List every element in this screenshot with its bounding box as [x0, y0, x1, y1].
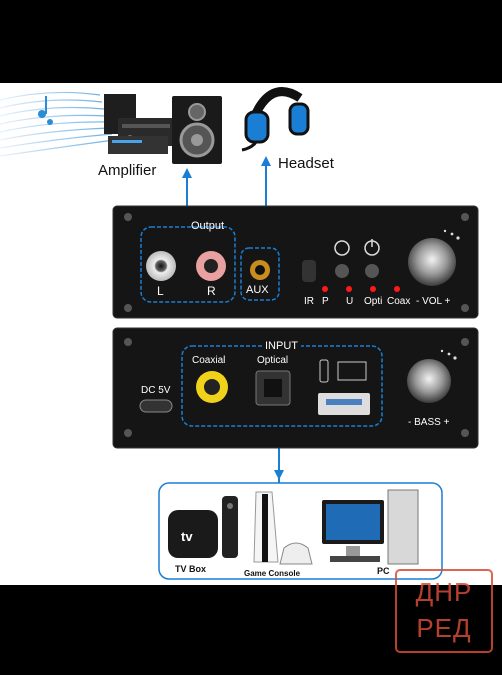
- watermark-text: ДНР РЕД: [415, 577, 473, 643]
- jack-label-r: R: [207, 284, 216, 298]
- input-group-label: INPUT: [262, 340, 301, 352]
- tv-box-icon: [168, 496, 238, 558]
- input-panel: [112, 327, 479, 449]
- game-console-icon: [253, 491, 313, 565]
- power-label: DC 5V: [141, 385, 171, 396]
- ir-sensor: [302, 260, 316, 282]
- output-panel: [112, 205, 479, 319]
- source-label-pc: PC: [377, 566, 390, 576]
- output-group-label: Output: [191, 220, 225, 232]
- headset-icon: [241, 87, 310, 152]
- indicator-label-opti: Opti: [364, 296, 383, 307]
- led-p: [322, 286, 328, 292]
- rca-left-jack: [146, 251, 176, 281]
- volume-knob: [408, 238, 456, 286]
- volume-label: - VOL +: [416, 296, 451, 307]
- usb-c-port: [139, 399, 173, 413]
- indicator-label-u: U: [346, 296, 354, 307]
- power-button: [365, 264, 379, 278]
- indicator-label-p: P: [322, 296, 329, 307]
- refresh-icon: [334, 240, 350, 256]
- input-select-button: [335, 264, 349, 278]
- coaxial-label: Coaxial: [192, 355, 226, 366]
- headset-label: Headset: [278, 155, 335, 172]
- pc-icon: [322, 489, 419, 565]
- jack-label-l: L: [157, 284, 164, 298]
- bass-label: - BASS +: [408, 417, 450, 428]
- amplifier-label: Amplifier: [98, 162, 156, 179]
- sources-box: [158, 482, 443, 580]
- indicator-label-coax: Coax: [387, 296, 411, 307]
- led-coax: [394, 286, 400, 292]
- source-label-tv-box: TV Box: [175, 564, 207, 574]
- jack-label-aux: AUX: [246, 284, 269, 296]
- led-u: [346, 286, 352, 292]
- led-opti: [370, 286, 376, 292]
- amplifier-icon: [104, 94, 222, 164]
- bass-knob: [407, 359, 451, 403]
- optical-label: Optical: [257, 355, 289, 366]
- source-label-game-console: Game Console: [244, 569, 301, 578]
- indicator-label-ir: IR: [304, 296, 314, 307]
- apple-tv-mark: tv: [181, 529, 193, 544]
- watermark-logo: [395, 569, 493, 653]
- sound-wave-icon: [0, 91, 115, 157]
- music-note-icon: [38, 96, 53, 125]
- usb-icon: [319, 359, 329, 383]
- monitor-icon: [337, 361, 367, 381]
